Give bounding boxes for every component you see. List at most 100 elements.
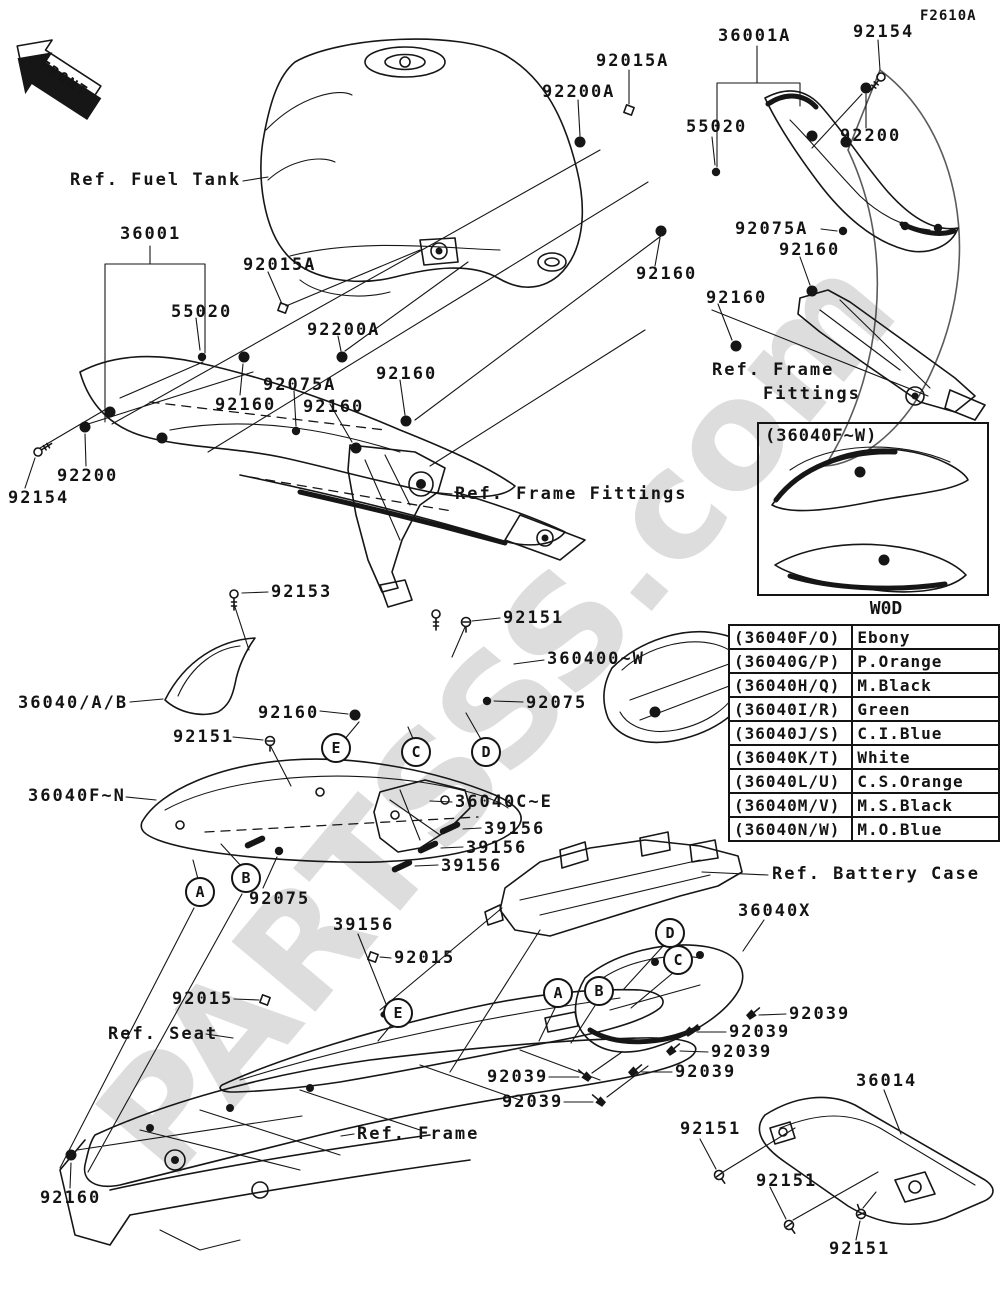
- fuel-tank-drawing: [260, 38, 584, 297]
- part-label-92015a: 92015A: [596, 51, 670, 71]
- battery-case-drawing: [484, 831, 743, 937]
- part-label-36040f-n: 36040F~N: [28, 786, 126, 806]
- tail-trim-drawing: [164, 637, 256, 716]
- part-label-36040c-e: 36040C~E: [455, 792, 553, 812]
- part-label-92151: 92151: [173, 727, 235, 747]
- part-label-ref-frame: Ref. Frame: [712, 360, 835, 380]
- callout-c: C: [663, 945, 693, 975]
- color-name-cell: Ebony: [851, 624, 1000, 650]
- part-label-360400-w: 360400~W: [547, 649, 645, 669]
- part-label-92200: 92200: [57, 466, 119, 486]
- color-code-cell: (36040N/W): [727, 816, 854, 842]
- color-table-row: (36040J/S)C.I.Blue: [727, 720, 1000, 746]
- leader-lines: [24, 39, 902, 1241]
- part-label-ref-frame-fittings: Ref. Frame Fittings: [455, 484, 688, 504]
- callout-d: D: [655, 918, 685, 948]
- part-label-55020: 55020: [686, 117, 748, 137]
- part-label-92160: 92160: [376, 364, 438, 384]
- color-name-cell: C.S.Orange: [851, 768, 1000, 794]
- part-label-92039: 92039: [789, 1004, 851, 1024]
- color-code-table: (36040F/O)Ebony(36040G/P)P.Orange(36040H…: [727, 624, 1000, 842]
- part-label-92075a: 92075A: [735, 219, 809, 239]
- color-name-cell: M.S.Black: [851, 792, 1000, 818]
- callout-b: B: [584, 976, 614, 1006]
- callout-a: A: [185, 877, 215, 907]
- part-label-92075a: 92075A: [263, 375, 337, 395]
- color-table-row: (36040N/W)M.O.Blue: [727, 816, 1000, 842]
- color-code-cell: (36040I/R): [727, 696, 854, 722]
- color-table-row: (36040F/O)Ebony: [727, 624, 1000, 650]
- part-label-92151: 92151: [680, 1119, 742, 1139]
- part-label-92160: 92160: [40, 1188, 102, 1208]
- callout-a: A: [543, 978, 573, 1008]
- part-label-ref-seat: Ref. Seat: [108, 1024, 219, 1044]
- color-code-cell: (36040J/S): [727, 720, 854, 746]
- part-label-92039: 92039: [729, 1022, 791, 1042]
- chain-cover-drawing: [758, 1096, 994, 1226]
- color-name-cell: White: [851, 744, 1000, 770]
- part-label-92160: 92160: [779, 240, 841, 260]
- center-bracket-drawing: [373, 779, 471, 853]
- front-arrow-icon: FRONT: [16, 39, 102, 121]
- color-name-cell: P.Orange: [851, 648, 1000, 674]
- document-code: F2610A: [920, 8, 977, 24]
- color-name-cell: M.Black: [851, 672, 1000, 698]
- color-code-cell: (36040F/O): [727, 624, 854, 650]
- part-label-92154: 92154: [8, 488, 70, 508]
- part-label-39156: 39156: [333, 915, 395, 935]
- color-table-row: (36040G/P)P.Orange: [727, 648, 1000, 674]
- assembly-lines: [39, 93, 929, 1221]
- color-table-row: (36040K/T)White: [727, 744, 1000, 770]
- color-table-row: (36040M/V)M.S.Black: [727, 792, 1000, 818]
- part-label-36014: 36014: [856, 1071, 918, 1091]
- right-frame-fittings-drawing: [797, 289, 986, 421]
- part-label-92200a: 92200A: [307, 320, 381, 340]
- part-label-39156: 39156: [441, 856, 503, 876]
- part-label-92154: 92154: [853, 22, 915, 42]
- part-label-92039: 92039: [487, 1067, 549, 1087]
- part-label-92039: 92039: [675, 1062, 737, 1082]
- part-label-92075: 92075: [249, 889, 311, 909]
- frame-drawing: [59, 1037, 697, 1251]
- part-label-92153: 92153: [271, 582, 333, 602]
- part-label-92151: 92151: [503, 608, 565, 628]
- color-code-cell: (36040K/T): [727, 744, 854, 770]
- color-code-cell: (36040M/V): [727, 792, 854, 818]
- part-label-39156: 39156: [484, 819, 546, 839]
- part-label-92200: 92200: [840, 126, 902, 146]
- part-label-92075: 92075: [526, 693, 588, 713]
- variant-box-title: (36040F~W): [765, 426, 878, 446]
- part-label-ref-frame: Ref. Frame: [357, 1124, 480, 1144]
- part-label-92039: 92039: [711, 1042, 773, 1062]
- part-label-92151: 92151: [756, 1171, 818, 1191]
- color-code-cell: (36040L/U): [727, 768, 854, 794]
- color-name-cell: M.O.Blue: [851, 816, 1000, 842]
- part-label-92160: 92160: [215, 395, 277, 415]
- part-label-92015a: 92015A: [243, 255, 317, 275]
- color-table-row: (36040L/U)C.S.Orange: [727, 768, 1000, 794]
- callout-d: D: [471, 737, 501, 767]
- part-label-92015: 92015: [394, 948, 456, 968]
- part-label-92200a: 92200A: [542, 82, 616, 102]
- color-code-cell: (36040H/Q): [727, 672, 854, 698]
- color-table-row: (36040H/Q)M.Black: [727, 672, 1000, 698]
- part-label-36040-a-b: 36040/A/B: [18, 693, 129, 713]
- part-label-36001a: 36001A: [718, 26, 792, 46]
- part-label-36040x: 36040X: [738, 901, 812, 921]
- color-code-cell: (36040G/P): [727, 648, 854, 674]
- part-label-92151: 92151: [829, 1239, 891, 1259]
- callout-c: C: [401, 737, 431, 767]
- tail-side-cover-drawing: [140, 758, 522, 864]
- left-side-cover-drawing: [79, 355, 586, 561]
- part-label-ref-fuel-tank: Ref. Fuel Tank: [70, 170, 242, 190]
- part-label-36001: 36001: [120, 224, 182, 244]
- part-label-92015: 92015: [172, 989, 234, 1009]
- color-table-row: (36040I/R)Green: [727, 696, 1000, 722]
- part-label-39156: 39156: [466, 838, 528, 858]
- color-name-cell: Green: [851, 696, 1000, 722]
- callout-e: E: [383, 998, 413, 1028]
- color-name-cell: C.I.Blue: [851, 720, 1000, 746]
- part-label-92160: 92160: [303, 397, 365, 417]
- part-label-55020: 55020: [171, 302, 233, 322]
